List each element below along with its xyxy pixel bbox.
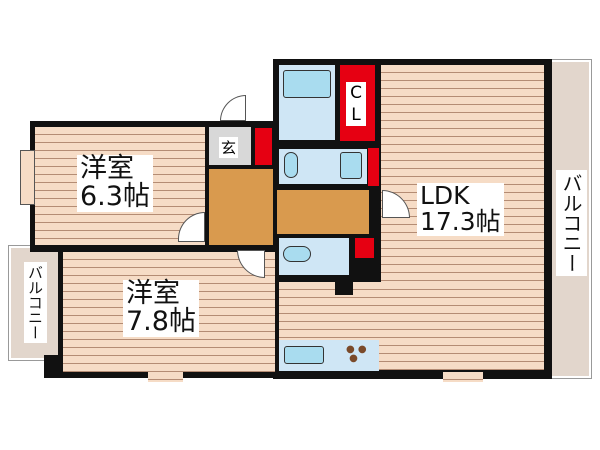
room-size: 6.3帖 [80, 181, 150, 213]
bathtub [283, 70, 331, 98]
room-name: 洋室 [80, 153, 134, 184]
bay-window [20, 150, 35, 205]
closet-label: C L [346, 82, 366, 126]
wall [44, 355, 64, 378]
room-name: 洋室 [126, 278, 180, 309]
bay-window-3 [443, 372, 483, 382]
toilet [283, 246, 311, 262]
entrance-label: 玄 [219, 137, 239, 158]
entrance-door[interactable] [220, 95, 246, 121]
hallway-2 [277, 190, 369, 234]
balcony-left-label: バルコニー [24, 262, 47, 343]
sink [284, 346, 324, 364]
pillar [335, 275, 353, 295]
bay-window-2 [148, 372, 183, 382]
washing-machine [284, 152, 298, 178]
ldk-label: LDK 17.3帖 [417, 181, 504, 237]
room-size: 7.8帖 [126, 306, 196, 338]
closet-label-l: L [351, 105, 361, 125]
western-room-1-label: 洋室 6.3帖 [77, 153, 153, 213]
storage-2 [355, 238, 374, 258]
room-size: 17.3帖 [420, 207, 501, 237]
shoe-storage [255, 128, 272, 165]
balcony-right-label: バルコニー [556, 170, 587, 276]
wash-basin [340, 152, 362, 179]
storage [368, 148, 379, 186]
western-room-2-label: 洋室 7.8帖 [123, 278, 199, 338]
room-name: LDK [420, 181, 470, 210]
closet-label-c: C [350, 83, 362, 103]
stove-icon: ● ● ● [346, 344, 367, 364]
hallway [209, 169, 273, 245]
